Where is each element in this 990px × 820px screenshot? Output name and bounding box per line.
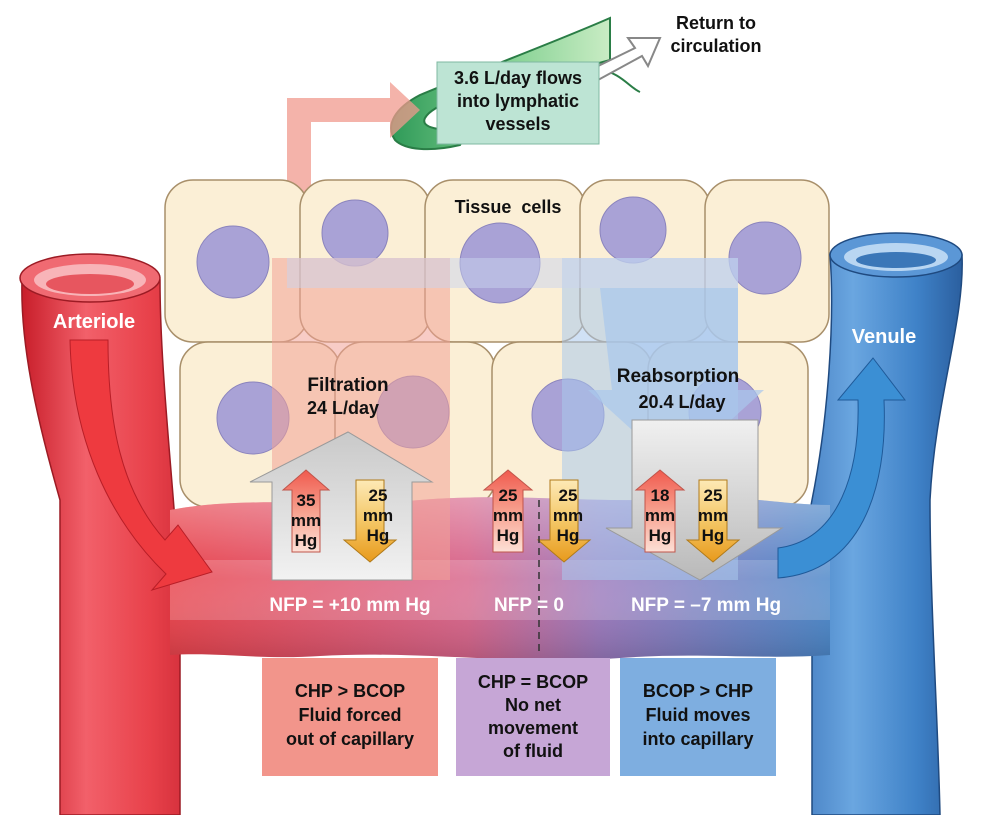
tissue-cells-label: Tissue cells <box>455 197 562 217</box>
mid-bcop-unit1: mm <box>553 506 583 525</box>
mid-chp-unit2: Hg <box>497 526 520 545</box>
right-chp-arrow <box>634 469 686 553</box>
info-box-right <box>620 658 776 776</box>
mid-chp-value: 25 <box>499 486 518 505</box>
mid-chp-unit1: mm <box>493 506 523 525</box>
info-left-line3: out of capillary <box>286 729 414 749</box>
mid-bcop-value: 25 <box>559 486 578 505</box>
left-bcop-value: 25 <box>369 486 388 505</box>
connecting-band <box>287 258 738 288</box>
left-chp-unit2: Hg <box>295 531 318 550</box>
left-bcop-unit2: Hg <box>367 526 390 545</box>
filtration-title: Filtration <box>307 375 388 396</box>
left-chp-unit1: mm <box>291 511 321 530</box>
info-right-line1: BCOP > CHP <box>643 681 753 701</box>
lymph-box-line2: into lymphatic <box>457 91 579 111</box>
info-mid-line4: of fluid <box>503 741 563 761</box>
filtration-rate: 24 L/day <box>307 398 379 418</box>
info-mid-line2: No net <box>505 695 561 715</box>
lymph-box-line1: 3.6 L/day flows <box>454 68 582 88</box>
mid-bcop-unit2: Hg <box>557 526 580 545</box>
right-chp-unit1: mm <box>645 506 675 525</box>
left-chp-arrow <box>281 469 331 553</box>
arteriole-flow-arrow <box>69 339 213 591</box>
mid-chp-arrow <box>482 469 534 553</box>
right-chp-value: 18 <box>651 486 670 505</box>
return-label-line2: circulation <box>670 36 761 56</box>
mid-bcop-arrow <box>536 479 592 563</box>
info-left-line2: Fluid forced <box>299 705 402 725</box>
right-bcop-arrow <box>685 479 741 563</box>
nfp-mid: NFP = 0 <box>494 595 564 616</box>
info-left-line1: CHP > BCOP <box>295 681 405 701</box>
right-bcop-value: 25 <box>704 486 723 505</box>
info-mid-line1: CHP = BCOP <box>478 672 588 692</box>
lymph-box <box>436 61 600 145</box>
info-mid-line3: movement <box>488 718 578 738</box>
right-bcop-unit2: Hg <box>702 526 725 545</box>
arteriole-label: Arteriole <box>53 311 135 333</box>
arteriole <box>19 253 206 816</box>
left-chp-value: 35 <box>297 491 316 510</box>
nfp-right: NFP = –7 mm Hg <box>631 595 781 616</box>
right-bcop-unit1: mm <box>698 506 728 525</box>
reabsorption-rate: 20.4 L/day <box>638 392 725 412</box>
venule <box>779 232 963 816</box>
right-chp-unit2: Hg <box>649 526 672 545</box>
return-label-line1: Return to <box>676 13 756 33</box>
left-bcop-unit1: mm <box>363 506 393 525</box>
venule-label: Venule <box>852 326 916 348</box>
info-right-line2: Fluid moves <box>645 705 750 725</box>
lymph-box-line3: vessels <box>485 114 550 134</box>
nfp-left: NFP = +10 mm Hg <box>269 595 430 616</box>
info-box-mid <box>456 658 610 776</box>
left-bcop-arrow <box>342 479 398 563</box>
reabsorption-title: Reabsorption <box>617 366 739 387</box>
return-arrow <box>588 37 662 82</box>
venule-flow-arrow <box>777 357 907 579</box>
info-box-left <box>262 658 438 776</box>
info-right-line3: into capillary <box>642 729 753 749</box>
